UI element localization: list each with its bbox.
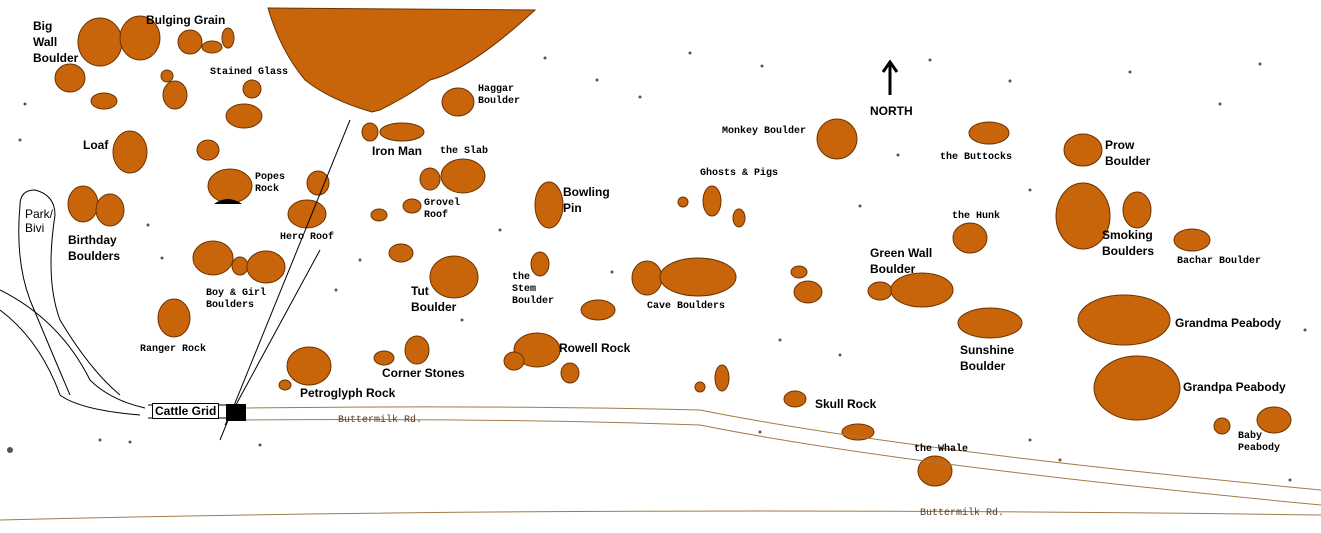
label-the-buttocks: the Buttocks [940,152,1013,163]
label-grandma-peabody: Grandma Peabody [1175,316,1282,330]
label-the-whale: the Whale [914,444,969,455]
boulder-big-wall [77,17,123,67]
label-park-bivi: Park/Bivi [25,207,54,235]
label-iron-man: Iron Man [372,144,422,158]
label-stained-glass: Stained Glass [210,67,289,78]
boulder-grandma-peabody [1077,294,1171,346]
label-the-slab: the Slab [440,146,489,157]
label-petroglyph-rock: Petroglyph Rock [300,386,396,400]
boulder-grandpa-peabody [1093,355,1181,421]
label-grandpa-peabody: Grandpa Peabody [1183,380,1286,394]
label-ghosts-pigs: Ghosts & Pigs [700,168,779,179]
label-rowell-rock: Rowell Rock [559,341,631,355]
label-cattle-grid: Cattle Grid [152,403,220,419]
label-corner-stones: Corner Stones [382,366,465,380]
label-bulging-grain: Bulging Grain [146,13,226,27]
north-label: NORTH [870,104,913,118]
label-bachar-boulder: Bachar Boulder [1177,256,1262,267]
label-cave-boulders: Cave Boulders [647,301,726,312]
label-the-hunk: the Hunk [952,211,1001,222]
label-loaf: Loaf [83,138,109,152]
road-label-buttermilk-2: Buttermilk Rd. [920,508,1005,519]
label-hero-roof: Hero Roof [280,232,335,243]
label-skull-rock: Skull Rock [815,397,877,411]
label-ranger-rock: Ranger Rock [140,344,207,355]
haggar-main-rock [267,7,537,113]
label-monkey-boulder: Monkey Boulder [722,126,807,137]
road-label-buttermilk-1: Buttermilk Rd. [338,415,423,426]
